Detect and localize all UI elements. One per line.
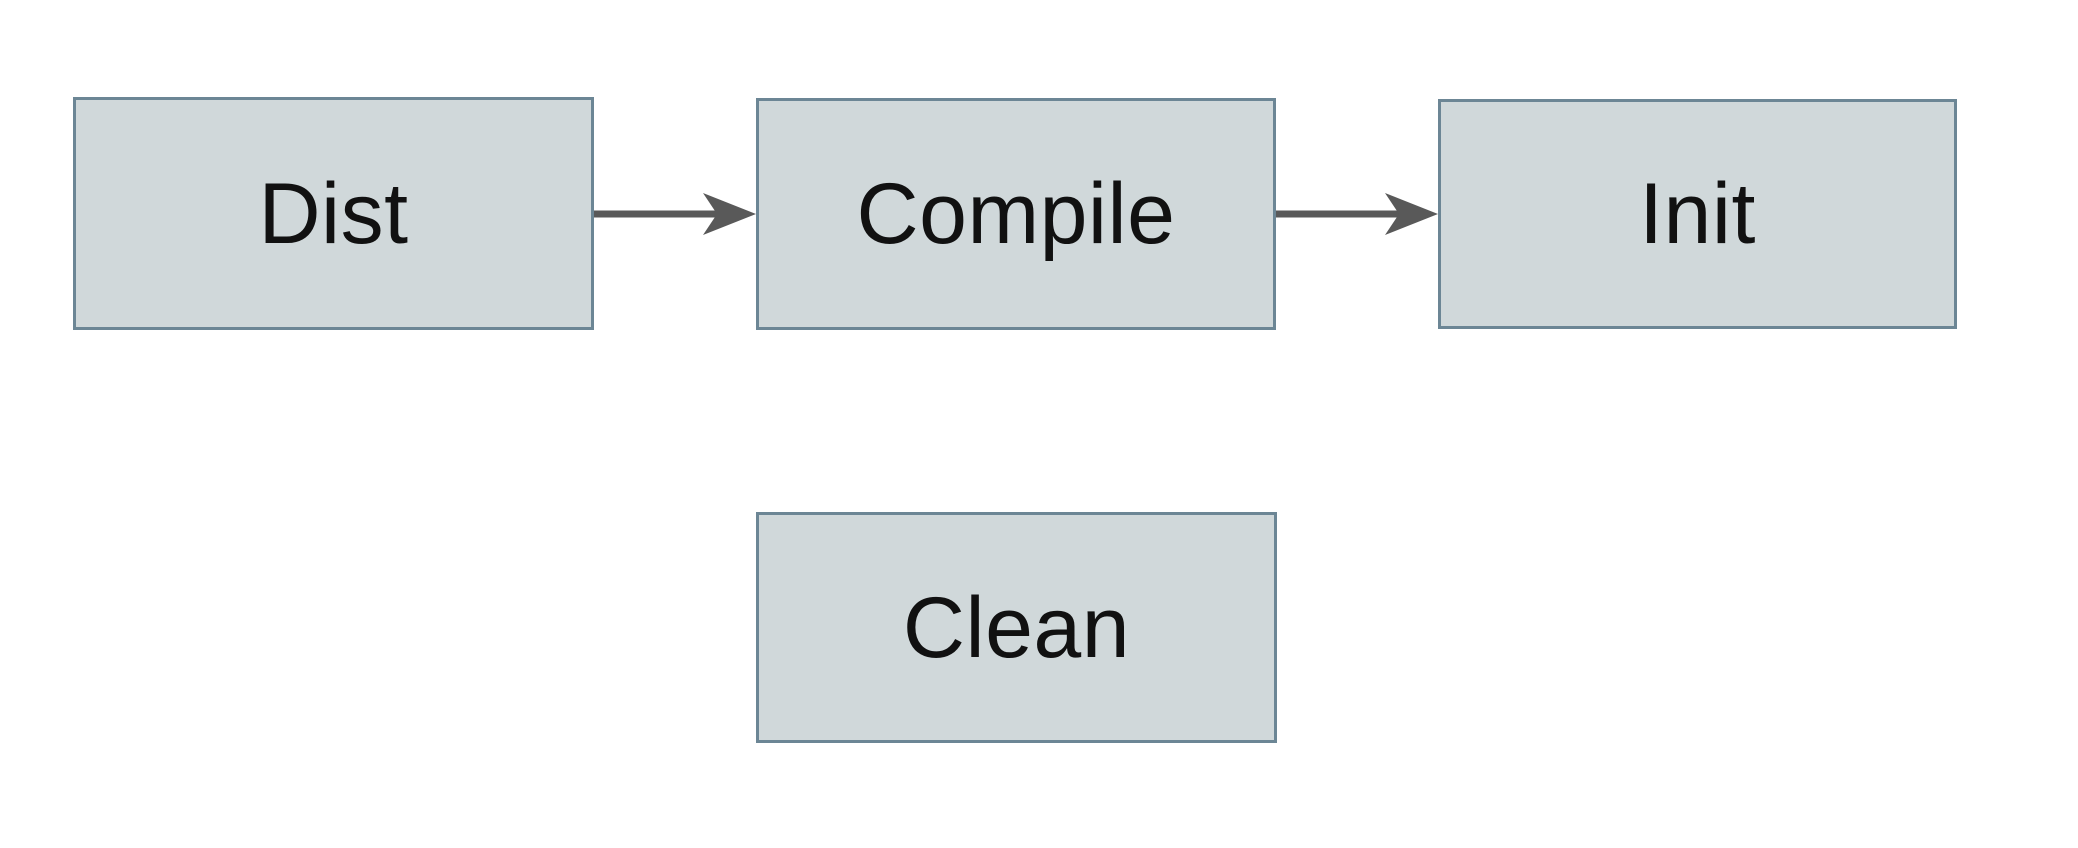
arrow-compile-to-init bbox=[1276, 193, 1438, 235]
arrow-dist-to-compile bbox=[594, 193, 756, 235]
node-compile: Compile bbox=[756, 98, 1276, 330]
node-clean-label: Clean bbox=[902, 579, 1131, 676]
node-dist-label: Dist bbox=[258, 165, 409, 262]
node-clean: Clean bbox=[756, 512, 1277, 743]
node-init-label: Init bbox=[1639, 166, 1756, 262]
node-dist: Dist bbox=[73, 97, 594, 330]
node-init: Init bbox=[1438, 99, 1957, 329]
node-compile-label: Compile bbox=[856, 166, 1176, 262]
